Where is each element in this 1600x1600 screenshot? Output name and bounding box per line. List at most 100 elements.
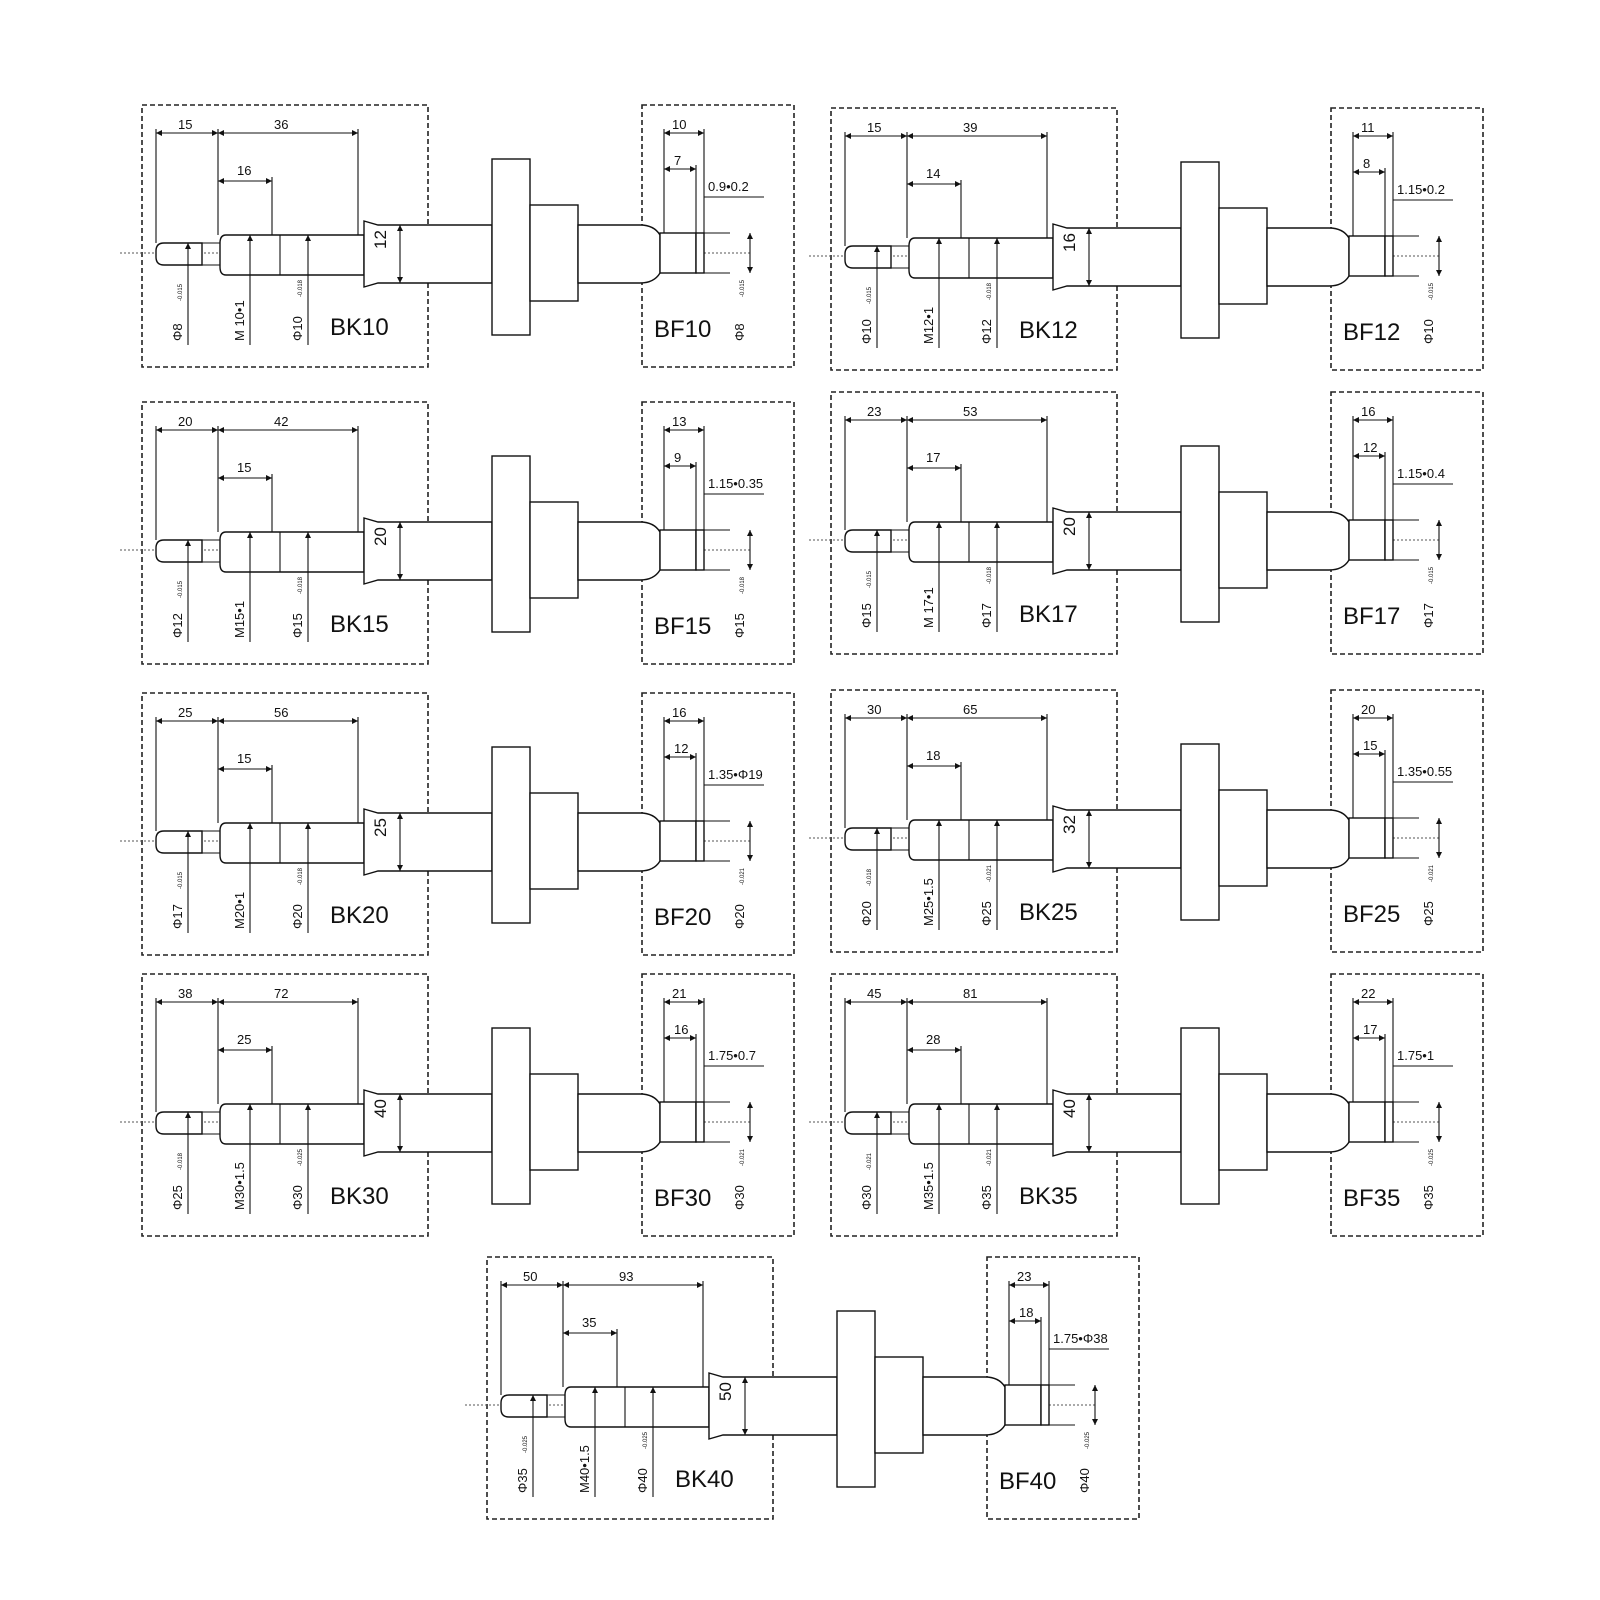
- dim-label-bk-total: 15: [178, 117, 192, 132]
- arrowhead: [397, 225, 403, 231]
- arrowhead: [1041, 715, 1047, 721]
- nut-flange: [491, 158, 531, 336]
- bk-journal-end: [844, 529, 892, 553]
- dim-label-step-diameter: 20: [371, 527, 390, 546]
- bf-model-label: BF20: [654, 904, 711, 931]
- dim-label-step-diameter: 16: [1060, 233, 1079, 252]
- tol-bk-bearing: -0.018: [987, 566, 993, 584]
- arrowhead: [557, 1282, 563, 1288]
- dim-label-bk-shaft: 56: [274, 705, 288, 720]
- dim-label-bf-outer-length: 23: [1017, 1269, 1031, 1284]
- tol-bk-bearing: -0.018: [298, 576, 304, 594]
- arrowhead: [747, 1102, 753, 1108]
- arrowhead: [845, 715, 851, 721]
- arrowhead: [1041, 133, 1047, 139]
- arrowhead: [247, 532, 253, 538]
- dim-label-bf-outer-length: 10: [672, 117, 686, 132]
- arrowhead: [698, 999, 704, 1005]
- arrowhead: [907, 181, 913, 187]
- snap-ring-groove: [695, 1101, 705, 1143]
- arrowhead: [266, 1047, 272, 1053]
- dim-label-bk-total: 15: [867, 120, 881, 135]
- screw-shaft-bf-side: [1266, 809, 1350, 869]
- dim-label-bf-diameter: Φ10: [1421, 319, 1436, 344]
- bk-model-label: BK30: [330, 1183, 389, 1210]
- dim-label-bf-outer-length: 16: [1361, 404, 1375, 419]
- tol-bf: -0.025: [1085, 1431, 1091, 1449]
- arrowhead: [185, 1112, 191, 1118]
- snap-ring-groove: [695, 820, 705, 862]
- arrowhead: [690, 754, 696, 760]
- tol-bk-bearing: -0.018: [298, 279, 304, 297]
- arrowhead: [697, 1282, 703, 1288]
- dim-label-bk-total: 25: [178, 705, 192, 720]
- tol-bf: -0.021: [1429, 864, 1435, 882]
- arrowhead: [397, 522, 403, 528]
- tol-bk-end: -0.025: [523, 1435, 529, 1453]
- arrowhead: [1436, 818, 1442, 824]
- dim-label-bf-outer-length: 16: [672, 705, 686, 720]
- arrowhead: [747, 267, 753, 273]
- tol-bk-end: -0.015: [178, 283, 184, 301]
- arrowhead: [955, 1047, 961, 1053]
- tol-bk-bearing: -0.021: [987, 864, 993, 882]
- bk-journal-end: [844, 245, 892, 269]
- arrowhead: [305, 1104, 311, 1110]
- dim-label-bk-thread: M12•1: [921, 307, 936, 344]
- tol-bf: -0.018: [740, 576, 746, 594]
- arrowhead: [1379, 453, 1385, 459]
- arrowhead: [874, 530, 880, 536]
- arrowhead: [1387, 133, 1393, 139]
- snap-ring-groove: [695, 232, 705, 274]
- dim-label-thread-length: 15: [237, 751, 251, 766]
- dim-label-bf-diameter: Φ20: [732, 904, 747, 929]
- arrowhead: [1353, 169, 1359, 175]
- arrowhead: [901, 715, 907, 721]
- bk-model-label: BK20: [330, 902, 389, 929]
- arrowhead: [1436, 1136, 1442, 1142]
- arrowhead: [845, 133, 851, 139]
- arrowhead: [907, 763, 913, 769]
- dim-label-bk-thread: M20•1: [232, 892, 247, 929]
- nut-body: [529, 204, 579, 302]
- dim-label-bf-inner-length: 12: [1363, 440, 1377, 455]
- dim-label-bk-bearing-diameter: Φ10: [290, 316, 305, 341]
- arrowhead: [1436, 554, 1442, 560]
- arrowhead: [397, 1146, 403, 1152]
- arrowhead: [1387, 999, 1393, 1005]
- arrowhead: [698, 130, 704, 136]
- bf-journal: [1348, 1101, 1386, 1143]
- dim-label-bf-inner-length: 7: [674, 153, 681, 168]
- bf-model-label: BF25: [1343, 901, 1400, 928]
- arrowhead: [936, 238, 942, 244]
- dim-label-bk-shaft: 42: [274, 414, 288, 429]
- arrowhead: [1092, 1385, 1098, 1391]
- bf-journal: [1004, 1384, 1042, 1426]
- nut-flange: [1180, 743, 1220, 921]
- screw-shaft-bf-side: [577, 812, 661, 872]
- dim-label-thread-length: 28: [926, 1032, 940, 1047]
- screw-shaft-bf-side: [922, 1376, 1006, 1436]
- arrowhead: [1436, 1102, 1442, 1108]
- dim-label-step-diameter: 25: [371, 818, 390, 837]
- arrowhead: [747, 564, 753, 570]
- arrowhead: [664, 463, 670, 469]
- bk-model-label: BK15: [330, 611, 389, 638]
- arrowhead: [212, 130, 218, 136]
- dim-label-snap-ring-groove: 1.35•Φ19: [708, 767, 763, 782]
- nut-body: [529, 1073, 579, 1171]
- arrowhead: [1043, 1282, 1049, 1288]
- arrowhead: [747, 855, 753, 861]
- arrowhead: [563, 1282, 569, 1288]
- nut-flange: [1180, 161, 1220, 339]
- snap-ring-groove: [1384, 235, 1394, 277]
- dim-label-bk-shaft: 53: [963, 404, 977, 419]
- bk-journal-end: [155, 830, 203, 854]
- tol-bf: -0.025: [1429, 1148, 1435, 1166]
- bf-model-label: BF12: [1343, 319, 1400, 346]
- arrowhead: [1379, 751, 1385, 757]
